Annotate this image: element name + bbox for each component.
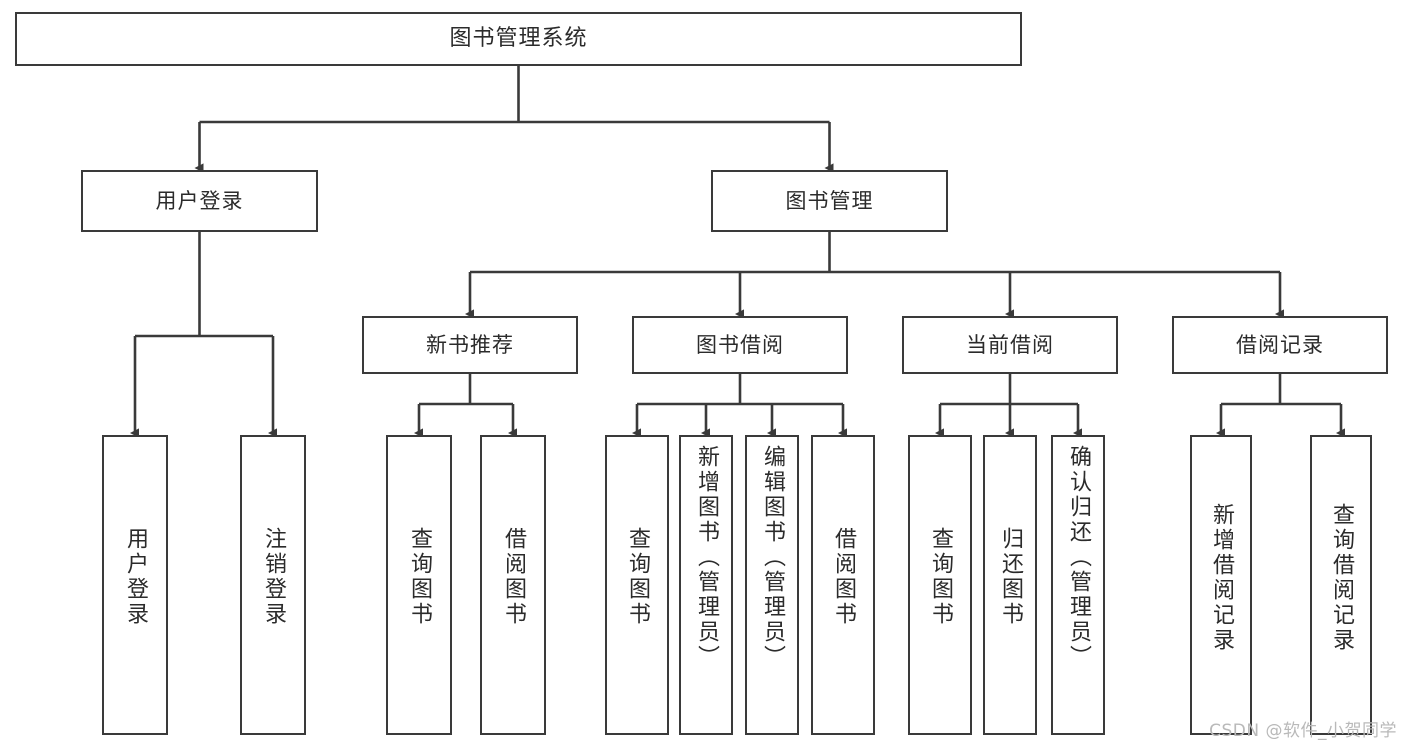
node-label: 图书借阅 bbox=[696, 332, 784, 357]
node-label: 当前借阅 bbox=[966, 332, 1054, 357]
node-leaf-borrow-book-2[interactable]: 借阅图书 bbox=[811, 435, 875, 735]
node-label: 新书推荐 bbox=[426, 332, 514, 357]
node-label: 注销登录 bbox=[261, 527, 286, 627]
node-label: 编辑图书（管理员） bbox=[760, 445, 785, 670]
node-label: 新增图书（管理员） bbox=[694, 445, 719, 670]
node-leaf-borrow-book-1[interactable]: 借阅图书 bbox=[480, 435, 546, 735]
node-book-borrow[interactable]: 图书借阅 bbox=[632, 316, 848, 374]
node-label: 新增借阅记录 bbox=[1209, 503, 1234, 653]
node-leaf-add-record[interactable]: 新增借阅记录 bbox=[1190, 435, 1252, 735]
node-leaf-return-book[interactable]: 归还图书 bbox=[983, 435, 1037, 735]
node-leaf-query-book-2[interactable]: 查询图书 bbox=[605, 435, 669, 735]
node-label: 查询借阅记录 bbox=[1329, 503, 1354, 653]
node-label: 确认归还（管理员） bbox=[1066, 445, 1091, 670]
node-borrow-record[interactable]: 借阅记录 bbox=[1172, 316, 1388, 374]
node-label: 图书管理 bbox=[785, 188, 874, 213]
node-leaf-confirm-return[interactable]: 确认归还（管理员） bbox=[1051, 435, 1105, 735]
node-book-manage[interactable]: 图书管理 bbox=[711, 170, 948, 232]
node-label: 查询图书 bbox=[928, 527, 953, 627]
node-root[interactable]: 图书管理系统 bbox=[15, 12, 1022, 66]
node-leaf-logout[interactable]: 注销登录 bbox=[240, 435, 306, 735]
node-leaf-user-login[interactable]: 用户登录 bbox=[102, 435, 168, 735]
node-label: 查询图书 bbox=[625, 527, 650, 627]
node-label: 用户登录 bbox=[155, 188, 244, 213]
node-label: 图书管理系统 bbox=[449, 26, 588, 52]
node-leaf-query-record[interactable]: 查询借阅记录 bbox=[1310, 435, 1372, 735]
node-label: 归还图书 bbox=[998, 527, 1023, 627]
node-leaf-edit-book[interactable]: 编辑图书（管理员） bbox=[745, 435, 799, 735]
node-leaf-add-book[interactable]: 新增图书（管理员） bbox=[679, 435, 733, 735]
node-label: 查询图书 bbox=[407, 527, 432, 627]
node-label: 借阅记录 bbox=[1236, 332, 1324, 357]
node-label: 借阅图书 bbox=[501, 527, 526, 627]
node-label: 用户登录 bbox=[123, 527, 148, 627]
node-leaf-query-book-3[interactable]: 查询图书 bbox=[908, 435, 972, 735]
node-leaf-query-book-1[interactable]: 查询图书 bbox=[386, 435, 452, 735]
node-label: 借阅图书 bbox=[831, 527, 856, 627]
node-new-book-recommend[interactable]: 新书推荐 bbox=[362, 316, 578, 374]
node-current-borrow[interactable]: 当前借阅 bbox=[902, 316, 1118, 374]
watermark-text: CSDN @软件_小贺同学 bbox=[1209, 721, 1397, 741]
node-user-login[interactable]: 用户登录 bbox=[81, 170, 318, 232]
